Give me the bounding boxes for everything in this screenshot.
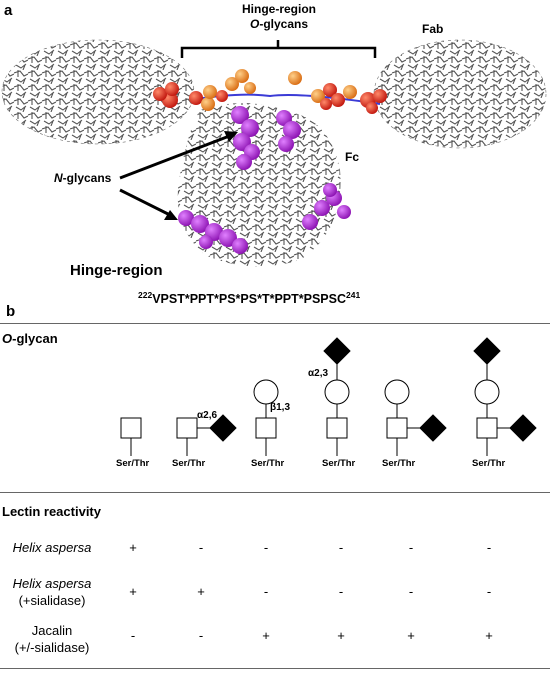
- residue-3: Ser/Thr: [251, 458, 285, 469]
- panel-b-label: b: [6, 303, 16, 320]
- row-label-helix-2-name: Helix aspersa: [12, 576, 92, 591]
- hinge-bracket: [180, 40, 377, 58]
- cell-r1-c5: -: [408, 540, 414, 555]
- residue-1: Ser/Thr: [116, 458, 150, 469]
- row-label-jacalin-sub: (+/-sialidase): [14, 640, 90, 655]
- cell-r3-c5: +: [407, 628, 415, 643]
- n-glycans-top: [231, 106, 301, 170]
- glycan-structures: [120, 337, 537, 456]
- cell-r3-c3: +: [262, 628, 270, 643]
- lectin-reactivity-title: Lectin reactivity: [2, 504, 101, 519]
- row-label-jacalin-name: Jacalin: [31, 623, 73, 638]
- cell-r1-c2: -: [198, 540, 204, 555]
- n-glycans-label: N-glycans: [54, 171, 111, 186]
- hinge-title-line2: O-glycans: [224, 17, 334, 32]
- panel-a-label: a: [4, 2, 13, 19]
- seq-start-num: 222: [138, 290, 153, 300]
- hinge-region-title: Hinge-region: [70, 262, 163, 279]
- cell-r2-c5: -: [408, 584, 414, 599]
- n-italic: N: [54, 171, 63, 185]
- arrow-head-1: [224, 131, 238, 142]
- row-label-helix-sialidase: Helix aspersa (+sialidase): [0, 575, 104, 609]
- cell-r2-c3: -: [263, 584, 269, 599]
- residue-5: Ser/Thr: [382, 458, 416, 469]
- cell-r3-c2: -: [198, 628, 204, 643]
- cell-r1-c1: +: [129, 540, 137, 555]
- residue-2: Ser/Thr: [172, 458, 206, 469]
- fab-label: Fab: [422, 22, 444, 36]
- linkage-b13: β1,3: [270, 402, 291, 413]
- seq-residues: VPST*PPT*PS*PS*T*PPT*PSPSC: [152, 292, 347, 307]
- fc-label: Fc: [345, 150, 360, 164]
- hinge-o-glycans-title: Hinge-region O-glycans: [224, 2, 334, 32]
- hinge-sequence: 222VPST*PPT*PS*PS*T*PPT*PSPSC241: [138, 290, 360, 306]
- cell-r3-c6: +: [485, 628, 493, 643]
- n-glycans-rest: -glycans: [62, 171, 112, 185]
- row-label-helix-2-sub: (+sialidase): [18, 593, 86, 608]
- glycan-disialyl-t: [473, 337, 537, 456]
- cell-r1-c6: -: [486, 540, 492, 555]
- o-glycan-title: O-glycan: [2, 331, 58, 346]
- glycan-tn: [120, 417, 142, 456]
- glycan-sialyl-tn: [176, 414, 237, 456]
- cell-r2-c4: -: [338, 584, 344, 599]
- cell-r1-c4: -: [338, 540, 344, 555]
- n-glycan-arrows: [119, 133, 233, 218]
- residue-4: Ser/Thr: [322, 458, 356, 469]
- glycan-6-sialyl-t: [384, 379, 447, 456]
- glycan-3-sialyl-t: [323, 337, 351, 456]
- linkage-a23: α2,3: [308, 368, 329, 379]
- cell-r3-c1: -: [130, 628, 136, 643]
- cell-r2-c2: +: [197, 584, 205, 599]
- rule-top: [0, 323, 550, 324]
- cell-r1-c3: -: [263, 540, 269, 555]
- o-italic: O: [249, 17, 260, 31]
- row-label-jacalin: Jacalin (+/-sialidase): [0, 622, 104, 656]
- o-glycan-italic: O: [2, 331, 13, 346]
- arrow-head-2: [164, 210, 178, 220]
- hinge-title-line1: Hinge-region: [242, 2, 316, 16]
- o-glycans-left: [153, 69, 256, 111]
- cell-r2-c6: -: [486, 584, 492, 599]
- rule-middle: [0, 492, 550, 493]
- linkage-a26: α2,6: [197, 410, 218, 421]
- cell-r3-c4: +: [337, 628, 345, 643]
- row-label-helix: Helix aspersa: [12, 540, 92, 555]
- o-glycans-rest: -glycans: [259, 17, 309, 31]
- seq-end-num: 241: [346, 290, 361, 300]
- residue-6: Ser/Thr: [472, 458, 506, 469]
- fab-right: [373, 39, 547, 149]
- antibody-structure-render: [1, 39, 547, 267]
- o-glycan-rest: -glycan: [12, 331, 58, 346]
- glycan-t-antigen: [253, 379, 279, 456]
- cell-r2-c1: +: [129, 584, 137, 599]
- o-glycans-right: [288, 71, 387, 114]
- rule-bottom: [0, 668, 550, 669]
- n-glycans-bottom: [178, 183, 351, 254]
